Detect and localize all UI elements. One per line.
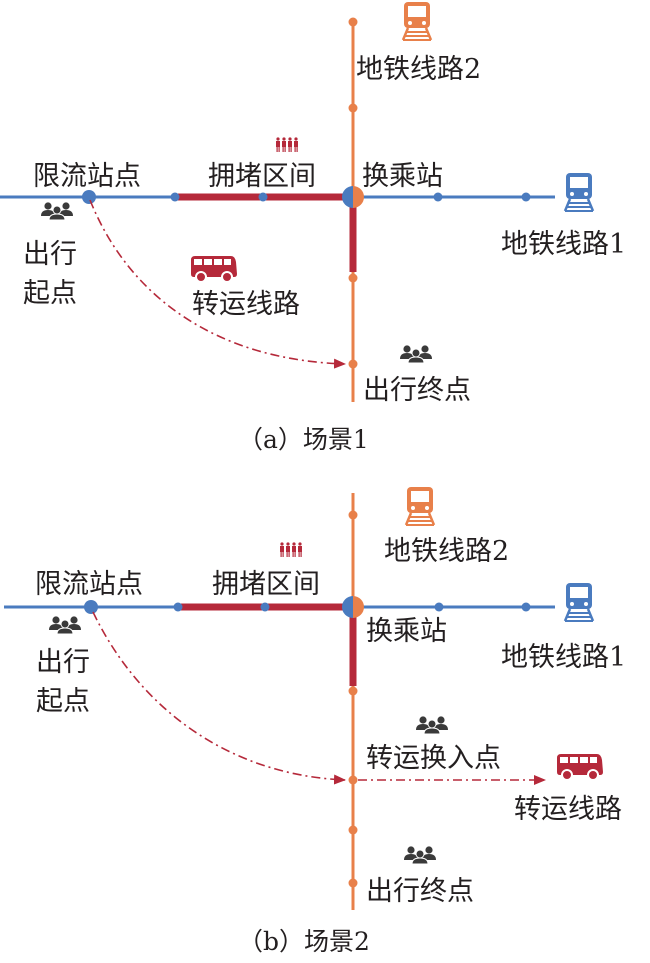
panel-b: 限流站点 拥堵区间 地铁线路2 换乘站 地铁线路1 出行 起点 转运换入点 转运… xyxy=(4,485,626,956)
station-node xyxy=(348,273,358,283)
destination-node xyxy=(348,878,358,888)
bus-icon xyxy=(190,255,238,283)
label-origin: 出行 xyxy=(23,239,77,270)
label-transfer-entry-point: 转运换入点 xyxy=(366,743,501,774)
people-group-icon xyxy=(48,615,82,635)
label-interchange-station: 换乘站 xyxy=(366,616,447,647)
label-destination: 出行终点 xyxy=(366,876,474,907)
transfer-route-path xyxy=(89,199,346,369)
train-icon-blue xyxy=(563,171,595,213)
label-origin: 出行 xyxy=(36,647,90,678)
crowd-icon xyxy=(276,137,298,152)
station-node xyxy=(260,602,270,612)
station-node xyxy=(434,602,444,612)
station-node xyxy=(348,103,358,113)
caption-a: （a）场景1 xyxy=(238,425,369,454)
interchange-node xyxy=(342,186,364,208)
label-metro-line-1: 地铁线路1 xyxy=(501,642,626,673)
label-metro-line-2: 地铁线路2 xyxy=(384,536,509,567)
transfer-route-path xyxy=(92,611,346,785)
label-interchange-station: 换乘站 xyxy=(362,161,443,192)
people-group-icon xyxy=(403,845,437,865)
train-icon-orange xyxy=(404,485,436,527)
label-transfer-route: 转运线路 xyxy=(514,794,622,825)
label-congested-section: 拥堵区间 xyxy=(208,161,316,192)
interchange-node xyxy=(342,596,364,618)
station-node xyxy=(348,510,358,520)
station-node xyxy=(521,192,531,202)
station-node xyxy=(348,686,358,696)
station-node xyxy=(433,192,443,202)
station-node xyxy=(258,192,268,202)
restricted-station-node xyxy=(84,600,98,614)
station-node xyxy=(521,602,531,612)
restricted-station-node xyxy=(82,190,96,204)
station-node xyxy=(348,17,358,27)
station-node xyxy=(173,602,183,612)
train-icon-orange xyxy=(401,0,433,42)
station-node xyxy=(348,825,358,835)
transfer-entry-node xyxy=(348,775,358,785)
label-origin: 起点 xyxy=(23,278,77,309)
people-group-icon xyxy=(399,344,433,364)
label-restricted-station: 限流站点 xyxy=(33,161,141,192)
label-metro-line-2: 地铁线路2 xyxy=(356,54,481,85)
station-node xyxy=(170,192,180,202)
label-transfer-route: 转运线路 xyxy=(192,289,300,320)
train-icon-blue xyxy=(563,581,595,623)
crowd-icon xyxy=(280,542,302,557)
label-congested-section: 拥堵区间 xyxy=(212,569,320,600)
label-metro-line-1: 地铁线路1 xyxy=(501,229,626,260)
caption-b: （b）场景2 xyxy=(238,927,370,956)
label-restricted-station: 限流站点 xyxy=(35,569,143,600)
bus-icon xyxy=(556,753,604,781)
destination-node xyxy=(348,359,358,369)
label-origin: 起点 xyxy=(36,686,90,717)
label-destination: 出行终点 xyxy=(363,375,471,406)
people-group-icon xyxy=(40,201,74,221)
panel-a: 限流站点 拥堵区间 换乘站 地铁线路2 地铁线路1 出行 起点 转运线路 出行终… xyxy=(0,0,626,454)
people-group-icon xyxy=(415,715,449,735)
